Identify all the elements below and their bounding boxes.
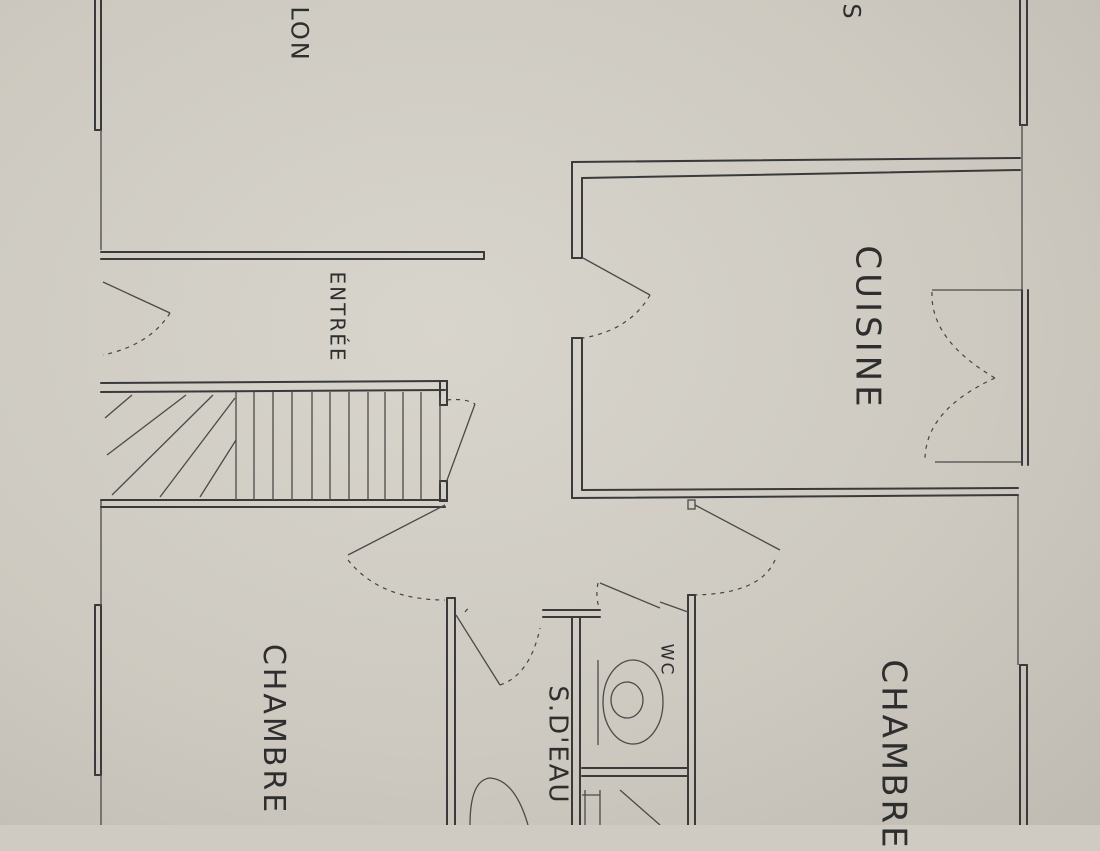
room-label-chambre-right: CHAMBRE xyxy=(873,659,914,851)
closet-door xyxy=(445,398,476,484)
room-label-wc: WC xyxy=(656,643,677,677)
front-door xyxy=(102,281,171,356)
bathroom-walls xyxy=(446,597,661,825)
room-label-top-fragment: S xyxy=(837,3,866,21)
room-label-entree: ENTRÉE xyxy=(325,271,350,363)
entrance-top-wall xyxy=(100,251,485,260)
room-label-salle-deau: S.D'EAU xyxy=(542,685,573,805)
staircase xyxy=(100,380,448,508)
room-label-salon: LON xyxy=(285,6,314,62)
right-exterior-wall xyxy=(1017,0,1029,825)
bedroom-right-door xyxy=(687,499,781,596)
kitchen-door xyxy=(582,257,651,339)
floor-plan-drawing xyxy=(94,0,1029,825)
kitchen-window xyxy=(924,289,1022,463)
bedroom-left-door xyxy=(347,504,446,601)
wc-walls xyxy=(581,582,696,825)
kitchen-walls xyxy=(571,157,1021,499)
room-label-cuisine: CUISINE xyxy=(847,245,888,411)
left-exterior-wall xyxy=(94,0,102,825)
room-label-chambre-left: CHAMBRE xyxy=(256,643,292,816)
